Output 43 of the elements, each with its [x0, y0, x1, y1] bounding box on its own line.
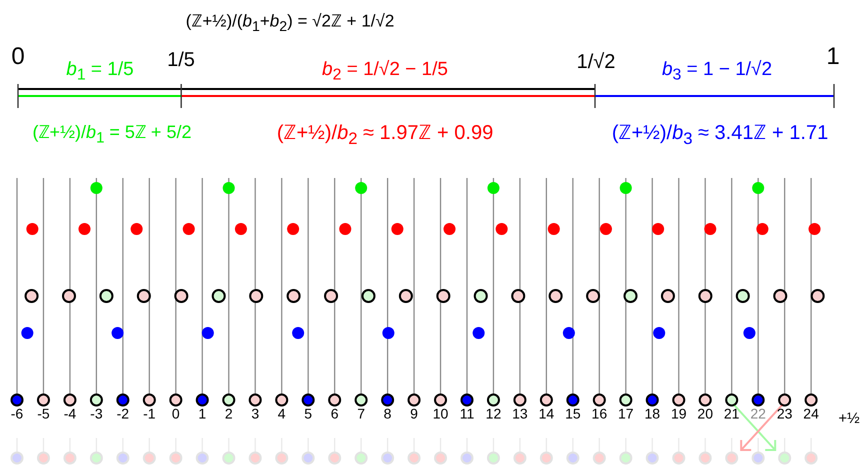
axis-number: 1 [198, 406, 206, 422]
axis-number: 2 [224, 406, 233, 422]
axis-number: 17 [618, 406, 634, 422]
axis-number: 9 [410, 406, 418, 422]
tick-label: 1/5 [167, 49, 195, 71]
axis-number: 14 [538, 406, 554, 422]
formula: (ℤ+½)/b$_{1}$ = 5ℤ + 5/2 [32, 122, 192, 148]
formula: (ℤ+½)/b$_{3}$ ≈ 3.41ℤ + 1.71 [612, 122, 828, 148]
axis-number: -2 [116, 406, 130, 422]
axis-number: 13 [512, 406, 528, 422]
axis-number: 12 [486, 406, 502, 422]
axis-number: 3 [251, 406, 260, 422]
axis-number: 18 [644, 406, 660, 422]
axis-number: 8 [384, 406, 392, 422]
axis-number: 15 [565, 406, 581, 422]
axis-number: 19 [670, 406, 687, 422]
axis-number: -1 [143, 406, 156, 422]
axis-number: 11 [460, 406, 474, 422]
axis-number: 4 [278, 406, 286, 422]
formula: (ℤ+½)/(b$_{1}$+b$_{2}$) = √2ℤ + 1/√2 [186, 12, 394, 36]
axis-number: -5 [37, 406, 50, 422]
formula: b$_{1}$ = 1/5 [66, 60, 134, 84]
tick-label: 1 [826, 44, 840, 70]
axis-number: 22 [750, 406, 766, 422]
axis-number: 6 [330, 406, 339, 422]
axis-number: 5 [304, 406, 312, 422]
axis-number: -4 [64, 406, 76, 422]
tick-label: 1/√2 [576, 51, 616, 73]
axis-number: 24 [803, 406, 819, 422]
axis-number: 7 [357, 406, 365, 422]
axis-number: -6 [10, 406, 24, 422]
formula: (ℤ+½)/b$_{2}$ ≈ 1.97ℤ + 0.99 [276, 122, 494, 148]
axis-number: 21 [724, 406, 740, 422]
formula: b$_{3}$ = 1 − 1/√2 [662, 60, 772, 84]
axis-number: 16 [592, 406, 608, 422]
axis-number: 20 [697, 406, 713, 422]
axis-note: +½ [838, 410, 860, 428]
axis-number: 10 [432, 406, 448, 422]
axis-number: -3 [90, 406, 103, 422]
axis-number: 23 [776, 406, 792, 422]
tick-label: 0 [11, 44, 25, 70]
formula: b$_{2}$ = 1/√2 − 1/5 [322, 60, 448, 84]
axis-number: 0 [172, 406, 180, 422]
